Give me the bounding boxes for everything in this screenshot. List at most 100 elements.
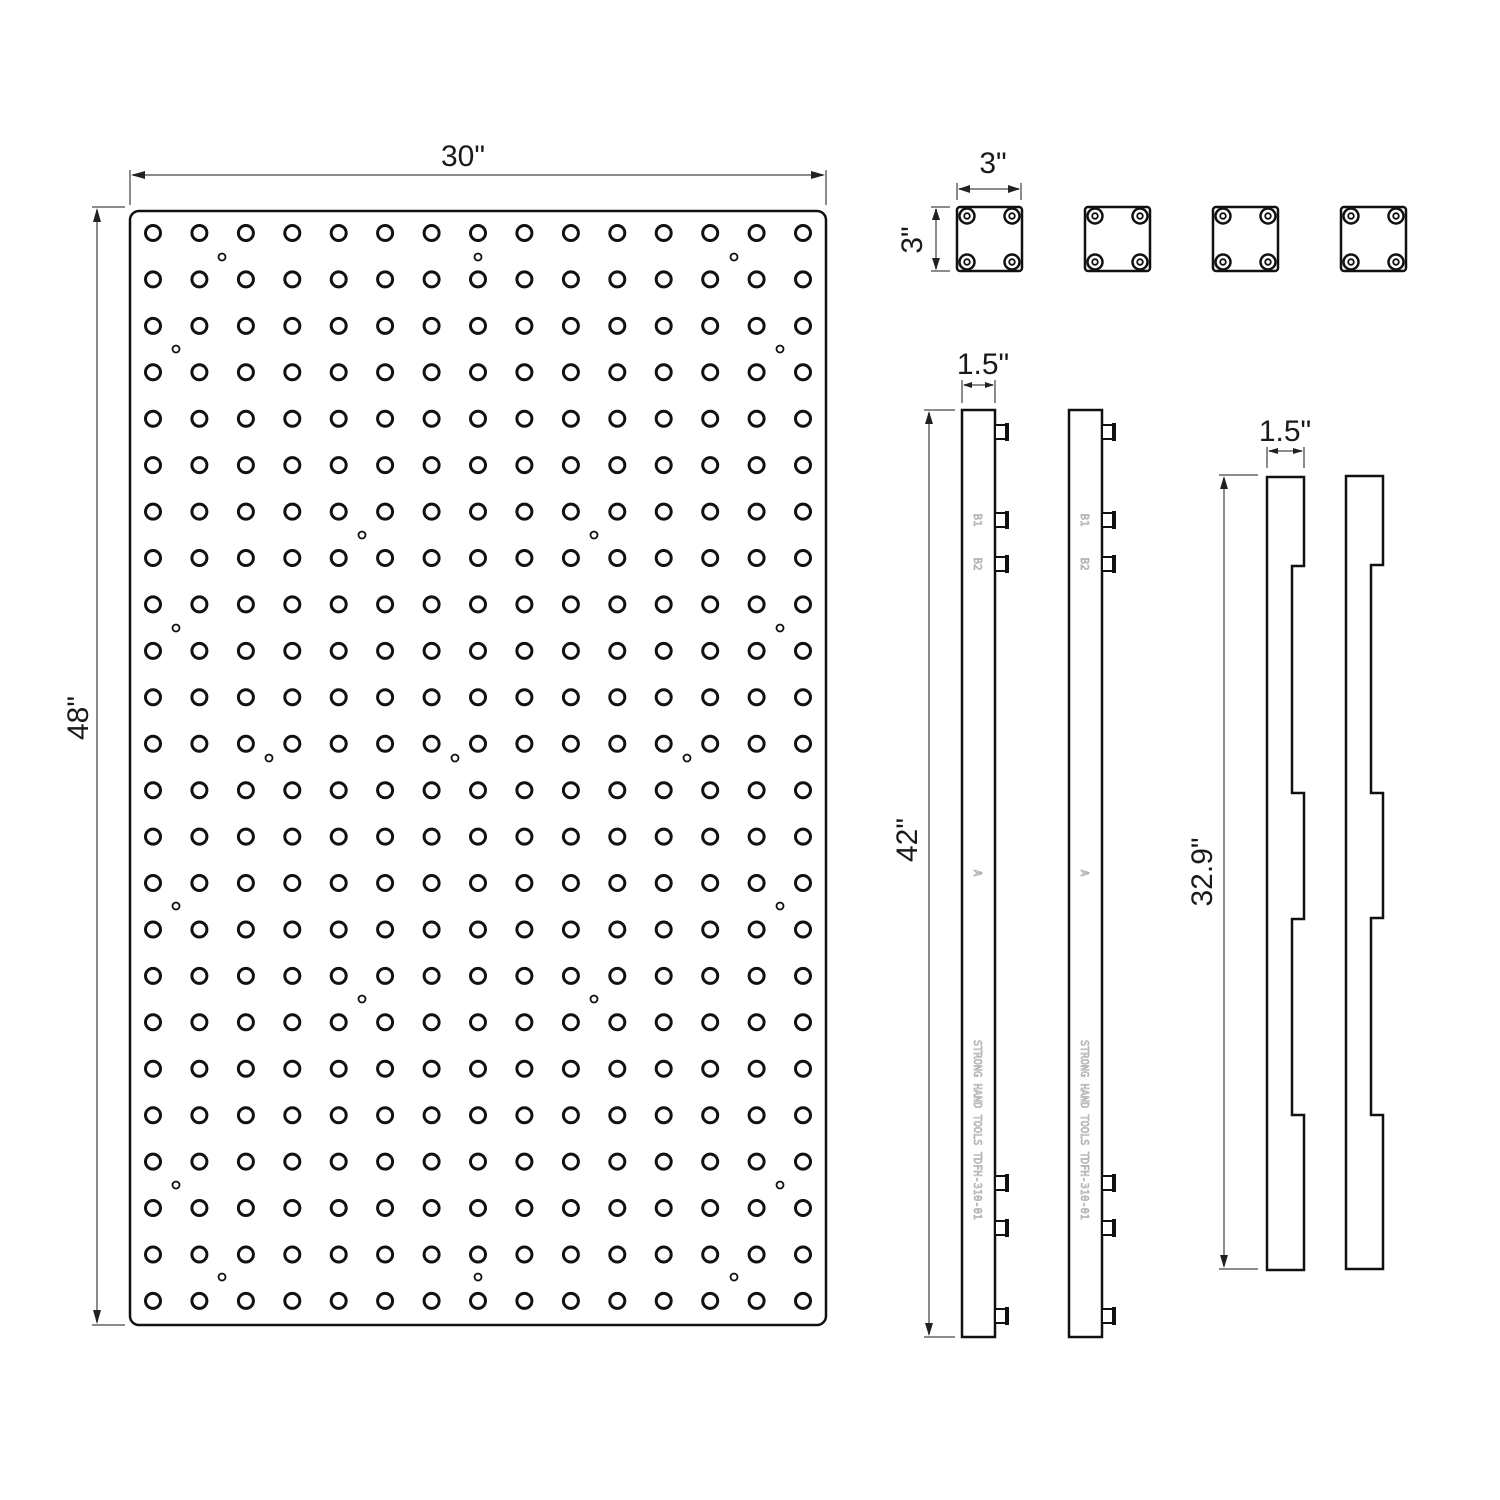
dog-hole bbox=[469, 734, 487, 753]
blocks: 3" 3" bbox=[896, 147, 1408, 273]
dog-hole bbox=[515, 316, 534, 335]
dog-hole bbox=[422, 270, 441, 289]
dog-hole bbox=[561, 1059, 580, 1078]
dog-hole bbox=[608, 920, 627, 939]
dog-hole bbox=[376, 270, 395, 289]
dog-hole bbox=[144, 874, 162, 892]
dog-hole bbox=[794, 549, 812, 567]
dog-hole bbox=[515, 224, 534, 242]
dog-hole bbox=[144, 270, 162, 289]
small-hole bbox=[729, 1272, 739, 1282]
dog-hole bbox=[376, 1199, 395, 1217]
dog-hole bbox=[654, 688, 673, 707]
dog-hole bbox=[469, 641, 487, 660]
dog-hole bbox=[654, 1291, 673, 1310]
dog-hole bbox=[654, 1106, 673, 1125]
dog-hole bbox=[747, 270, 766, 289]
dog-hole bbox=[701, 456, 720, 475]
dog-hole bbox=[329, 502, 348, 521]
dog-hole bbox=[329, 1059, 348, 1078]
dog-hole bbox=[283, 874, 302, 892]
dog-hole bbox=[469, 1013, 487, 1032]
dog-hole bbox=[747, 363, 766, 382]
dog-hole bbox=[794, 1152, 812, 1171]
dog-hole bbox=[329, 224, 348, 242]
dog-hole bbox=[283, 1291, 302, 1310]
dog-hole bbox=[561, 641, 580, 660]
dog-hole bbox=[144, 827, 162, 846]
dog-hole bbox=[747, 595, 766, 614]
dog-hole bbox=[144, 1013, 162, 1032]
dog-hole bbox=[654, 827, 673, 846]
dog-hole bbox=[561, 1199, 580, 1217]
dog-hole bbox=[654, 1152, 673, 1171]
dog-hole bbox=[144, 409, 162, 428]
dog-hole bbox=[376, 409, 395, 428]
dog-hole bbox=[794, 641, 812, 660]
dog-hole bbox=[701, 1245, 720, 1264]
dog-hole bbox=[701, 781, 720, 800]
dog-hole bbox=[794, 920, 812, 939]
dog-hole bbox=[608, 1291, 627, 1310]
dog-hole bbox=[654, 224, 673, 242]
dog-hole bbox=[283, 1013, 302, 1032]
block-hole bbox=[1214, 253, 1232, 271]
dog-hole bbox=[376, 1059, 395, 1078]
engraving-brand: STRONG HAND TOOLS TDFH-310-01 bbox=[1078, 1040, 1091, 1220]
dog-hole bbox=[561, 456, 580, 475]
dog-hole bbox=[701, 874, 720, 892]
dog-hole bbox=[608, 641, 627, 660]
dog-hole bbox=[469, 1245, 487, 1264]
dog-hole bbox=[654, 270, 673, 289]
dog-hole bbox=[190, 595, 209, 614]
dog-hole bbox=[654, 595, 673, 614]
table-width-label: 30" bbox=[441, 140, 485, 173]
dog-hole bbox=[329, 874, 348, 892]
dog-hole bbox=[747, 734, 766, 753]
dog-hole bbox=[329, 316, 348, 335]
dog-hole bbox=[515, 920, 534, 939]
dog-hole bbox=[422, 874, 441, 892]
dog-hole bbox=[561, 920, 580, 939]
dog-hole bbox=[701, 549, 720, 567]
dog-hole bbox=[561, 1245, 580, 1264]
dog-hole bbox=[236, 456, 255, 475]
dog-hole bbox=[283, 549, 302, 567]
dog-hole bbox=[654, 409, 673, 428]
dog-hole bbox=[283, 1059, 302, 1078]
dog-hole bbox=[422, 827, 441, 846]
dog-hole bbox=[376, 1013, 395, 1032]
dog-hole bbox=[190, 688, 209, 707]
dog-hole bbox=[561, 595, 580, 614]
rail-tab bbox=[994, 423, 1009, 441]
dog-hole bbox=[608, 874, 627, 892]
small-hole bbox=[682, 753, 692, 763]
dog-hole bbox=[329, 688, 348, 707]
dog-hole bbox=[236, 1152, 255, 1171]
dog-hole bbox=[608, 595, 627, 614]
dog-hole bbox=[608, 781, 627, 800]
dog-hole bbox=[515, 688, 534, 707]
dog-hole bbox=[747, 1059, 766, 1078]
dog-hole bbox=[190, 920, 209, 939]
dog-hole bbox=[469, 874, 487, 892]
dog-hole bbox=[144, 920, 162, 939]
block-hole bbox=[1131, 253, 1149, 271]
dog-hole bbox=[654, 316, 673, 335]
hole-grid bbox=[144, 224, 812, 1310]
dog-hole bbox=[283, 316, 302, 335]
small-holes bbox=[171, 252, 785, 1282]
dog-hole bbox=[236, 1199, 255, 1217]
dog-hole bbox=[190, 874, 209, 892]
dog-hole bbox=[747, 1152, 766, 1171]
dog-hole bbox=[236, 688, 255, 707]
dog-hole bbox=[283, 595, 302, 614]
dog-hole bbox=[329, 734, 348, 753]
small-hole bbox=[775, 344, 785, 354]
dog-hole bbox=[747, 827, 766, 846]
dog-hole bbox=[654, 920, 673, 939]
dog-hole bbox=[654, 1013, 673, 1032]
dog-hole bbox=[236, 224, 255, 242]
